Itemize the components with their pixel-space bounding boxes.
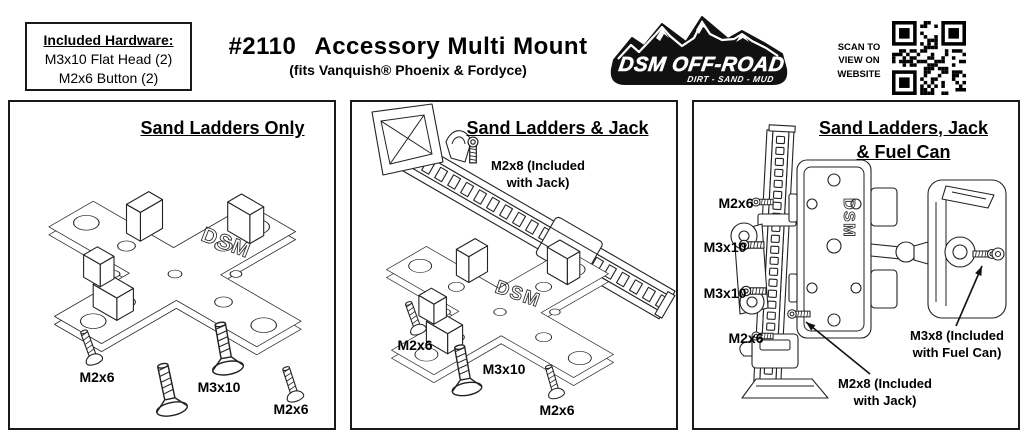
hardware-item: M3x10 Flat Head (2) [44,50,173,67]
qr-caption-line: VIEW ON [838,55,880,67]
callout-m3x8-fuelcan: M3x8 (Included with Fuel Can) [910,328,1004,360]
screw-label: M2x6 [397,337,433,353]
sand-ladders-jack-illustration: DSM [371,103,676,400]
fitment-note: (fits Vanquish® Phoenix & Fordyce) [289,62,527,78]
included-hardware-box: Included Hardware: M3x10 Flat Head (2) M… [25,22,192,91]
sand-ladders-jack-fuel-illustration: DSM [730,124,1007,399]
page-title: #2110 Accessory Multi Mount [218,33,598,61]
callout-m2x8-jack: M2x8 (Included with Jack) [838,376,932,408]
logo-tagline-text: DIRT - SAND - MUD [687,74,775,84]
screw-label: M3x10 [482,361,526,377]
logo-brand-text: DSM OFF-ROAD [617,53,786,76]
qr-caption: SCAN TO VIEW ON WEBSITE [830,41,888,81]
mountains-icon [610,16,788,85]
qr-code [892,21,966,95]
qr-caption-line: SCAN TO [837,42,881,53]
screw-label: M3x10 [197,379,241,395]
panel-title: Sand Ladders & Jack [466,118,649,138]
panel-title-line1: Sand Ladders, Jack [818,118,989,138]
screw-label: M2x6 [539,402,575,418]
screw-label: M2x6 [728,330,764,346]
panel-title-line2: & Fuel Can [856,142,951,162]
sand-ladders-only-illustration: DSM [48,191,305,417]
panel-sand-ladders-jack: Sand Ladders & Jack DSM M2x8 (Included w… [350,100,678,430]
screw-label: M3x10 [703,239,747,255]
hardware-item: M2x6 Button (2) [58,70,159,87]
screw-label: M2x6 [79,369,115,385]
panel-title: Sand Ladders Only [140,118,305,138]
product-title-block: #2110 Accessory Multi Mount (fits Vanquis… [218,33,598,78]
included-hardware-title: Included Hardware: [43,32,174,48]
product-name: Accessory Multi Mount [314,33,588,60]
screw-label: M3x10 [703,285,747,301]
panel-sand-ladders-jack-fuel: Sand Ladders, Jack & Fuel Can DSM M2x6 M… [692,100,1020,430]
plate-engraving: DSM [840,198,857,238]
qr-caption-line: WEBSITE [837,68,881,80]
callout-m2x8-jack: M2x8 (Included with Jack) [491,158,585,190]
screw-label: M2x6 [273,401,309,417]
screw-label: M2x6 [718,195,754,211]
product-number: #2110 [228,33,297,60]
dsm-offroad-logo: DSM OFF-ROAD DIRT - SAND - MUD [610,16,788,85]
panel-sand-ladders-only: Sand Ladders Only DSM M2x6 M3x10 M2x6 [8,100,336,430]
